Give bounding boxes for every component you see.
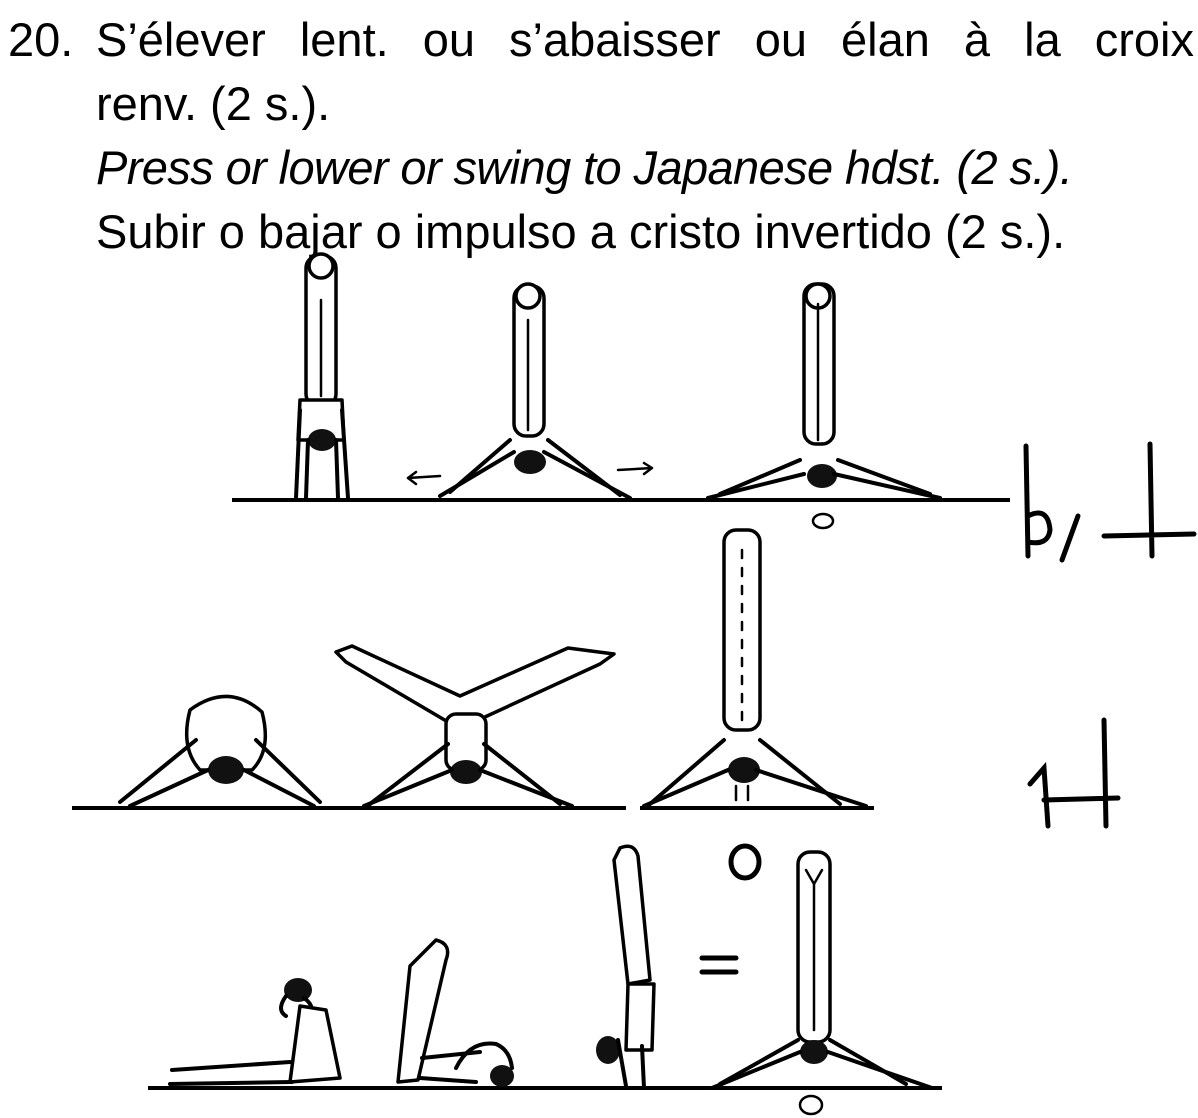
row3-figure-swing-up bbox=[596, 846, 654, 1088]
row3-figure-seated bbox=[170, 978, 340, 1084]
row3-equals-sign bbox=[702, 958, 736, 972]
row2-notation-symbol bbox=[1030, 720, 1118, 826]
row2-lower-sequence bbox=[72, 530, 1118, 826]
row3-figure-japanese-handstand bbox=[712, 852, 932, 1114]
row2-figure-japanese-handstand bbox=[644, 530, 866, 806]
row1-notation-symbol bbox=[1026, 444, 1194, 560]
row3-swing-sequence bbox=[148, 846, 942, 1114]
row3-circle-mark-bottom bbox=[800, 1096, 822, 1114]
row1-circle-mark bbox=[813, 514, 833, 528]
row1-press-sequence bbox=[232, 254, 1194, 560]
row3-figure-rolling bbox=[398, 940, 514, 1087]
row3-circle-mark-top bbox=[731, 846, 759, 878]
row1-figure-japanese-handstand bbox=[708, 284, 940, 528]
row1-figure-handstand bbox=[296, 254, 348, 498]
row2-figure-folded-straddle bbox=[120, 696, 320, 806]
row1-figure-straddle bbox=[408, 284, 652, 498]
row2-figure-wide-straddle bbox=[336, 646, 614, 806]
